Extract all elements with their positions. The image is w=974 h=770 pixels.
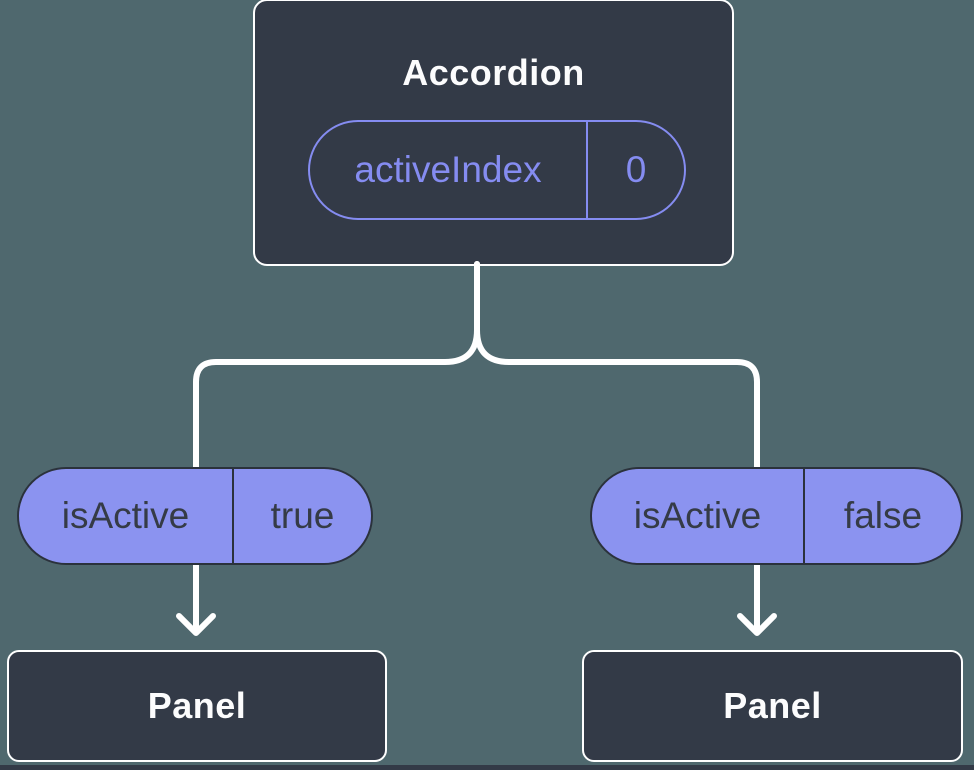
prop-pill-isactive-false: isActive false — [590, 467, 963, 565]
arrow-left-head-icon — [176, 613, 216, 636]
panel-node-title: Panel — [723, 685, 822, 726]
bottom-edge-strip — [0, 765, 974, 770]
accordion-node: Accordion activeIndex 0 — [253, 0, 734, 266]
prop-pill-value: true — [270, 495, 335, 536]
panel-node-right: Panel — [582, 650, 963, 762]
state-pill-key: activeIndex — [310, 122, 588, 218]
panel-node-left: Panel — [7, 650, 387, 762]
prop-pill-isactive-true: isActive true — [17, 467, 373, 565]
state-pill-activeindex: activeIndex 0 — [308, 120, 686, 220]
connector-root-to-left-child — [193, 261, 480, 470]
prop-pill-value: false — [843, 495, 923, 536]
prop-pill-key: isActive — [19, 469, 234, 563]
accordion-node-title: Accordion — [402, 52, 585, 93]
connector-root-to-right-child — [474, 261, 760, 470]
panel-node-title: Panel — [147, 685, 247, 726]
state-pill-value: 0 — [625, 149, 647, 190]
prop-pill-key: isActive — [592, 469, 805, 563]
arrow-right-head-icon — [737, 613, 777, 636]
